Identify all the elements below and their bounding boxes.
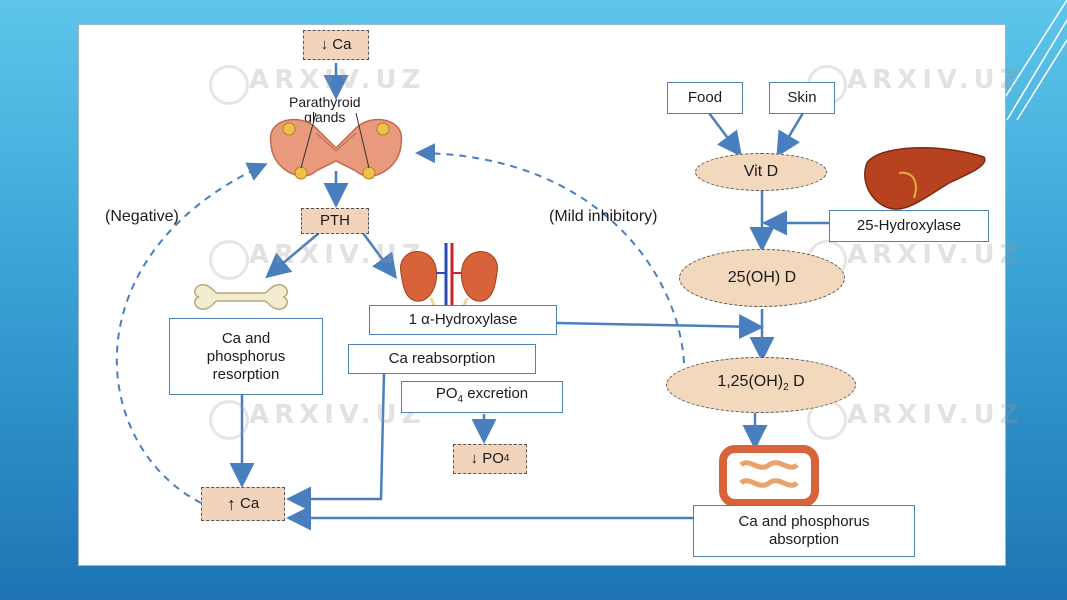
po4-excretion-suffix: excretion <box>463 385 529 402</box>
calcium-low-box: ↓ Ca <box>303 30 369 60</box>
oh2-d-sub: 2 <box>783 382 789 394</box>
watermark-icon <box>209 65 249 105</box>
watermark-icon <box>209 400 249 440</box>
25-oh-d-oval: 25(OH) D <box>679 249 845 307</box>
calcium-high-box: ↑ Ca <box>201 487 285 521</box>
arrow-down-icon: ↓ <box>470 450 479 467</box>
liver-icon <box>864 147 986 210</box>
intestine-icon <box>719 445 819 507</box>
po4-excretion-prefix: PO <box>435 385 458 402</box>
mild-inhibitory-label: (Mild inhibitory) <box>549 208 658 225</box>
arrow-up-icon: ↑ <box>226 494 236 514</box>
1-25-oh2-d-oval: 1,25(OH)2 D <box>666 357 856 413</box>
po4-low-prefix: PO <box>482 450 504 467</box>
watermark: ARXIV.UZ <box>847 65 1024 95</box>
watermark: ARXIV.UZ <box>847 400 1024 430</box>
food-box: Food <box>667 82 743 114</box>
oh2-d-prefix: 1,25(OH) <box>717 372 784 390</box>
calcium-high-label: Ca <box>239 495 260 512</box>
watermark: ARXIV.UZ <box>847 240 1024 270</box>
parathyroid-label: Parathyroid glands <box>289 94 361 125</box>
vitamin-d-oval: Vit D <box>695 153 827 191</box>
bone-icon <box>194 284 288 310</box>
calcium-low-label: Ca <box>332 36 352 53</box>
1-alpha-hydroxylase-box: 1 α-Hydroxylase <box>369 305 557 335</box>
slide-decoration <box>996 0 1067 120</box>
po4-excretion-box: PO4 excretion <box>401 381 563 413</box>
connector-layer <box>115 63 829 531</box>
negative-feedback-label: (Negative) <box>105 208 179 225</box>
po4-excretion-sub: 4 <box>457 394 464 405</box>
ca-phosphorus-resorption-box: Ca and phosphorus resorption <box>169 318 323 395</box>
oh2-d-suffix: D <box>788 372 805 390</box>
po4-low-sub: 4 <box>503 453 510 464</box>
ca-phosphorus-absorption-box: Ca and phosphorus absorption <box>693 505 915 557</box>
watermark-icon <box>209 240 249 280</box>
pth-label: PTH <box>320 212 350 229</box>
thyroid-gland-icon <box>269 113 403 180</box>
ca-reabsorption-box: Ca reabsorption <box>348 344 536 374</box>
watermark: ARXIV.UZ <box>249 400 426 430</box>
arrow-down-icon: ↓ <box>320 36 329 53</box>
25-hydroxylase-box: 25-Hydroxylase <box>829 210 989 242</box>
skin-box: Skin <box>769 82 835 114</box>
watermark: ARXIV.UZ <box>249 240 426 270</box>
watermark: ARXIV.UZ <box>249 65 426 95</box>
pth-box: PTH <box>301 208 369 234</box>
diagram-panel: ARXIV.UZ ARXIV.UZ ARXIV.UZ ARXIV.UZ ARXI… <box>78 24 1018 566</box>
